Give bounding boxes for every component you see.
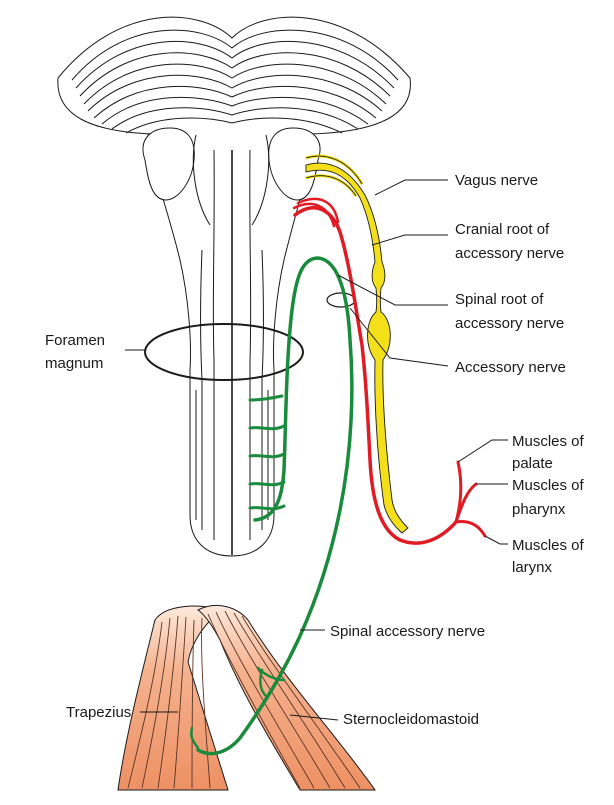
- label-accessory-nerve: Accessory nerve: [455, 359, 566, 376]
- cerebellum: [57, 16, 411, 138]
- spinal-accessory-nerve: [190, 256, 354, 756]
- foramen-magnum: [144, 323, 304, 381]
- label-palate-line1: Muscles of: [512, 433, 585, 450]
- spinal-root-marker: [326, 292, 356, 308]
- label-spinal-root-line1: Spinal root of: [455, 291, 544, 308]
- trapezius-muscle: [117, 605, 229, 791]
- sternocleidomastoid-muscle: [197, 605, 376, 791]
- leader-lines: [125, 179, 508, 721]
- brainstem: [142, 127, 321, 557]
- label-pharynx-line1: Muscles of: [512, 477, 585, 494]
- label-larynx-line1: Muscles of: [512, 537, 585, 554]
- label-foramen-line2: magnum: [45, 355, 103, 372]
- label-cranial-root-line2: accessory nerve: [455, 245, 564, 262]
- vagus-nerve: [305, 154, 409, 534]
- label-spinal-accessory-nerve: Spinal accessory nerve: [330, 623, 485, 640]
- label-spinal-root-line2: accessory nerve: [455, 315, 564, 332]
- label-cranial-root-line1: Cranial root of: [455, 221, 550, 238]
- label-sternocleidomastoid: Sternocleidomastoid: [343, 711, 479, 728]
- label-palate-line2: palate: [512, 455, 553, 472]
- cranial-root-nerve: [292, 197, 487, 545]
- label-foramen-line1: Foramen: [45, 332, 105, 349]
- label-vagus-nerve: Vagus nerve: [455, 172, 538, 189]
- label-pharynx-line2: pharynx: [512, 501, 566, 518]
- label-larynx-line2: larynx: [512, 559, 553, 576]
- label-trapezius: Trapezius: [66, 704, 131, 721]
- labels: Vagus nerve Cranial root of accessory ne…: [45, 172, 585, 728]
